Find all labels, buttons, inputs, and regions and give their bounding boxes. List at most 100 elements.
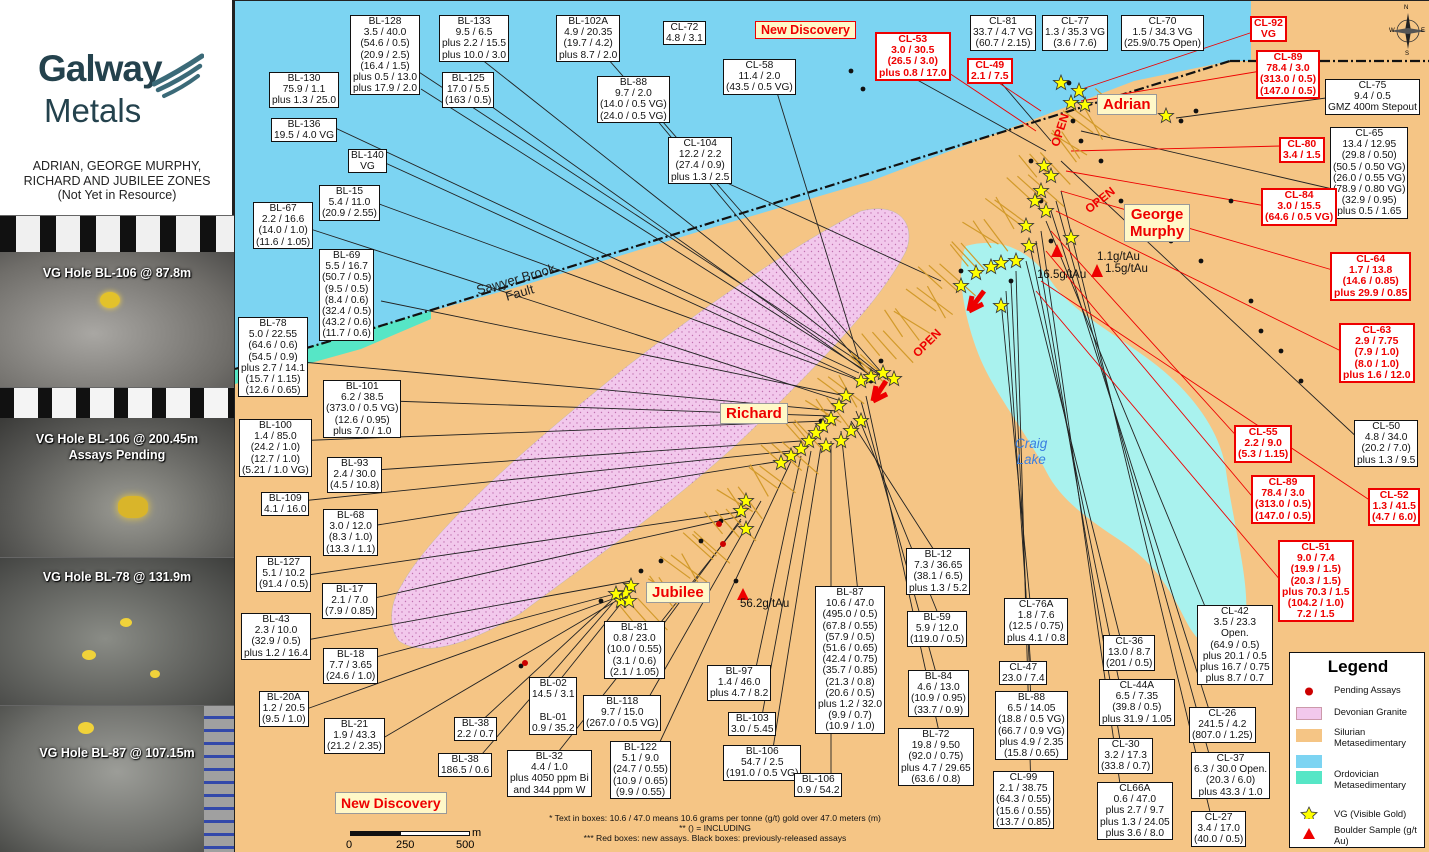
drill-interval: (64.6 / 0.5 VG)	[1265, 212, 1334, 224]
compass-e: E	[1421, 28, 1426, 34]
drill-interval: 2.4 / 30.0	[333, 469, 376, 481]
leader-line	[1080, 130, 1342, 192]
drill-interval: (313.0 / 0.5)	[1255, 499, 1312, 511]
drill-interval: 4.9 / 20.35	[564, 27, 613, 39]
visible-gold-star	[782, 446, 800, 464]
drill-interval: plus 4.7 / 8.2	[710, 688, 769, 700]
drill-interval: (9.9 / 0.55)	[615, 786, 666, 798]
ordovician-swatch	[1296, 771, 1322, 784]
drill-hole-id: BL-128	[368, 16, 402, 27]
drill-interval: 4.4 / 1.0	[530, 762, 568, 774]
drill-hole-id: BL-88	[1017, 692, 1045, 703]
drill-trace	[995, 196, 1015, 230]
drill-hole-id: CL-37	[1216, 753, 1245, 764]
drill-interval: GMZ 400m Stepout	[1328, 102, 1417, 114]
compass-rose-icon	[1390, 13, 1426, 49]
drill-interval: (147.0 / 0.5)	[1255, 510, 1312, 522]
drill-interval: 9.7 / 15.0	[601, 707, 644, 719]
drill-interval: 9.7 / 2.0	[615, 88, 652, 100]
drill-interval: (20.6 / 0.5)	[825, 687, 875, 699]
leader-line	[300, 450, 792, 502]
drill-trace	[826, 397, 852, 430]
drill-hole-id: CL-99	[1009, 772, 1038, 783]
drill-hole-id: BL-97	[725, 666, 753, 677]
core-photo-2-caption-2: Assays Pending	[68, 448, 166, 462]
visible-gold-star	[967, 263, 985, 281]
drill-interval: (40.0 / 0.5)	[1194, 834, 1244, 846]
drill-interval: 3.0 / 12.0	[329, 521, 372, 533]
drill-interval: (9.5 / 0.5)	[324, 283, 369, 295]
legend-item-ordovician: Ordovician Metasedimentary	[1296, 768, 1424, 789]
drill-interval: 2.1 / 7.5	[971, 71, 1009, 83]
core-photo-4-caption: VG Hole BL-87 @ 107.15m	[39, 746, 195, 760]
drill-interval: 6.3 / 30.0 Open.	[1194, 764, 1268, 776]
drill-trace	[1073, 108, 1111, 137]
drill-interval: 2.2 / 0.7	[457, 729, 494, 741]
visible-gold-star	[1037, 201, 1055, 219]
drill-interval: 241.5 / 4.2	[1198, 719, 1247, 731]
legend-item-ordovician-blue	[1296, 753, 1424, 771]
leader-line	[900, 70, 1047, 152]
drill-hole-id: BL-12	[924, 549, 952, 560]
drill-interval: (51.6 / 0.65)	[822, 643, 878, 655]
drill-interval: 78.4 / 3.0	[1266, 63, 1310, 75]
scale-bar: 0 250 500 m	[346, 827, 496, 851]
drill-interval: 7.2 / 1.5	[1297, 609, 1335, 621]
drill-interval: (10.9 / 0.65)	[613, 775, 668, 787]
drill-hole-id: BL-32	[535, 751, 563, 762]
drill-interval: 9.4 / 0.5	[1354, 91, 1391, 103]
drill-interval: 13.4 / 12.95	[1342, 139, 1397, 151]
drill-hole-id: BL-59	[923, 612, 951, 623]
visible-gold-star	[952, 276, 970, 294]
drill-interval: (12.6 / 0.65)	[245, 385, 301, 397]
drill-collar	[1008, 278, 1014, 284]
visible-gold-star	[622, 576, 640, 594]
drill-hole-id: CL66A	[1119, 783, 1151, 794]
logo-swoosh-icon	[152, 53, 204, 98]
drill-interval: (14.6 / 0.85)	[1342, 276, 1399, 288]
drill-interval: 4.6 / 13.0	[917, 682, 960, 694]
drill-interval: (54.6 / 0.5)	[360, 38, 410, 50]
drill-hole-id: CL-50	[1372, 421, 1401, 432]
drill-interval: 5.0 / 22.55	[248, 329, 298, 341]
legend-label: Devonian Granite	[1334, 706, 1407, 717]
visible-gold-star	[620, 591, 638, 609]
visible-gold-spot	[82, 650, 96, 660]
visible-gold-star	[842, 421, 860, 439]
visible-gold-star	[1062, 93, 1080, 111]
drill-interval: 5.9 / 12.0	[915, 623, 959, 635]
drill-interval: (42.4 / 0.75)	[822, 654, 878, 666]
drill-interval: (64.6 / 0.6)	[248, 340, 298, 352]
drill-interval: plus 0.8 / 17.0	[879, 67, 947, 79]
drill-interval: (201 / 0.5)	[1106, 658, 1153, 670]
drill-interval: 5.5 / 16.7	[325, 261, 368, 273]
drill-hole-id: CL-65	[1355, 128, 1384, 139]
drill-trace	[983, 218, 1009, 252]
devonian-granite-stipple	[391, 208, 909, 649]
visible-gold-star	[1062, 228, 1080, 246]
drill-hole-id: CL-44A	[1119, 680, 1155, 691]
leader-line	[370, 460, 782, 527]
drill-hole-id: BL-133	[457, 16, 491, 27]
visible-gold-star	[1007, 251, 1025, 269]
scale-label-250: 250	[396, 839, 415, 851]
zone-richard: Richard	[720, 403, 788, 424]
leader-line-new	[1050, 230, 1242, 442]
drill-hole-id: BL-122	[624, 742, 657, 753]
drill-interval: (18.8 / 0.5 VG)	[998, 714, 1065, 726]
drill-interval: 0.8 / 23.0	[613, 633, 656, 645]
drill-interval: (21.3 / 0.8)	[825, 676, 875, 688]
boulder-value-4: 1.5g/tAu	[1105, 263, 1148, 275]
boulder-sample-triangle-icon	[1303, 828, 1315, 839]
drill-interval: plus 1.2 / 32.0	[818, 699, 883, 711]
